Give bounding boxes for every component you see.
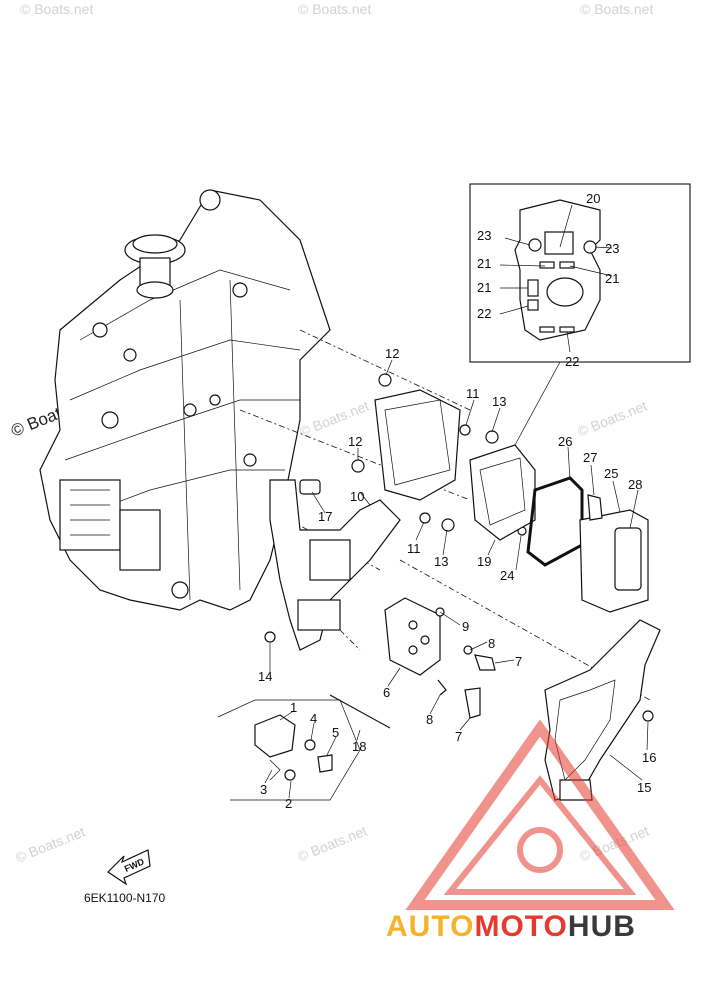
callout-14: 14	[258, 669, 272, 684]
callout-8-b: 8	[426, 712, 433, 727]
callout-4: 4	[310, 711, 317, 726]
callout-11-top: 11	[466, 386, 480, 401]
part-6-block	[384, 597, 496, 719]
part-26-gasket	[526, 476, 584, 567]
part-19-module	[469, 444, 536, 541]
part-25-cover	[579, 494, 649, 613]
callout-1: 1	[290, 700, 297, 715]
logo-text: AUTOMOTOHUB	[386, 910, 636, 943]
callout-27: 27	[583, 450, 597, 465]
callout-8-a: 8	[488, 636, 495, 651]
callout-21-c: 21	[477, 280, 491, 295]
callout-numbers: 20 23 23 21 21 21 22 22 12 11 13 12 26 2…	[258, 191, 656, 811]
callout-9: 9	[462, 619, 469, 634]
watermark-top-center: © Boats.net	[298, 1, 371, 17]
part-18-wire	[329, 694, 391, 729]
callout-7-a: 7	[515, 654, 522, 669]
callout-22-a: 22	[477, 306, 491, 321]
part-15-bracket	[544, 619, 661, 801]
callout-10: 10	[350, 489, 364, 504]
callout-13-mid: 13	[434, 554, 448, 569]
callout-19: 19	[477, 554, 491, 569]
diagram-code: 6EK1100-N170	[84, 891, 165, 905]
engine-block	[39, 189, 331, 611]
component-assembly	[269, 373, 527, 651]
callout-24: 24	[500, 568, 514, 583]
inset-detail	[469, 183, 691, 363]
callout-20: 20	[586, 191, 600, 206]
callout-13-top: 13	[492, 394, 506, 409]
callout-17: 17	[318, 509, 332, 524]
automotohub-logo: AUTOMOTOHUB	[386, 719, 675, 943]
callout-12-top: 12	[385, 346, 399, 361]
callout-2: 2	[285, 796, 292, 811]
logo-text-hub: HUB	[568, 910, 636, 943]
callout-11-mid: 11	[407, 541, 421, 556]
callout-7-b: 7	[455, 729, 462, 744]
callout-26: 26	[558, 434, 572, 449]
logo-text-moto: MOTO	[474, 910, 567, 943]
watermark-top-left: © Boats.net	[20, 1, 93, 17]
part-14-bolt	[264, 631, 276, 643]
callout-23-right: 23	[605, 241, 619, 256]
inset-frame	[469, 183, 691, 363]
callout-15: 15	[637, 780, 651, 795]
callout-16: 16	[642, 750, 656, 765]
watermark-bottom-center: © Boats.net	[295, 822, 369, 864]
logo-triangle-inner	[443, 775, 637, 895]
callout-21-b: 21	[605, 271, 619, 286]
logo-circle	[517, 827, 563, 873]
part-16-bolt	[642, 710, 654, 722]
callout-leaders	[264, 359, 649, 799]
callout-5: 5	[332, 725, 339, 740]
inset-connector	[514, 361, 561, 446]
fwd-arrow-icon: FWD	[107, 849, 151, 886]
watermark-right: © Boats.net	[575, 397, 649, 439]
callout-3: 3	[260, 782, 267, 797]
callout-6: 6	[383, 685, 390, 700]
part-12-mid-shape	[351, 459, 365, 473]
part-12-top-shape	[378, 373, 392, 387]
callout-22-b: 22	[565, 354, 579, 369]
part-17-shape	[299, 479, 321, 495]
logo-text-auto: AUTO	[386, 910, 474, 943]
callout-18: 18	[352, 739, 366, 754]
logo-triangle-outer	[405, 719, 675, 910]
watermark-top-right: © Boats.net	[580, 1, 653, 17]
callout-28: 28	[628, 477, 642, 492]
callout-12-mid: 12	[348, 434, 362, 449]
callout-21-a: 21	[477, 256, 491, 271]
watermark-bottom-left: © Boats.net	[13, 823, 87, 865]
callout-23-left: 23	[477, 228, 491, 243]
callout-25: 25	[604, 466, 618, 481]
part-1-coil	[217, 699, 361, 801]
